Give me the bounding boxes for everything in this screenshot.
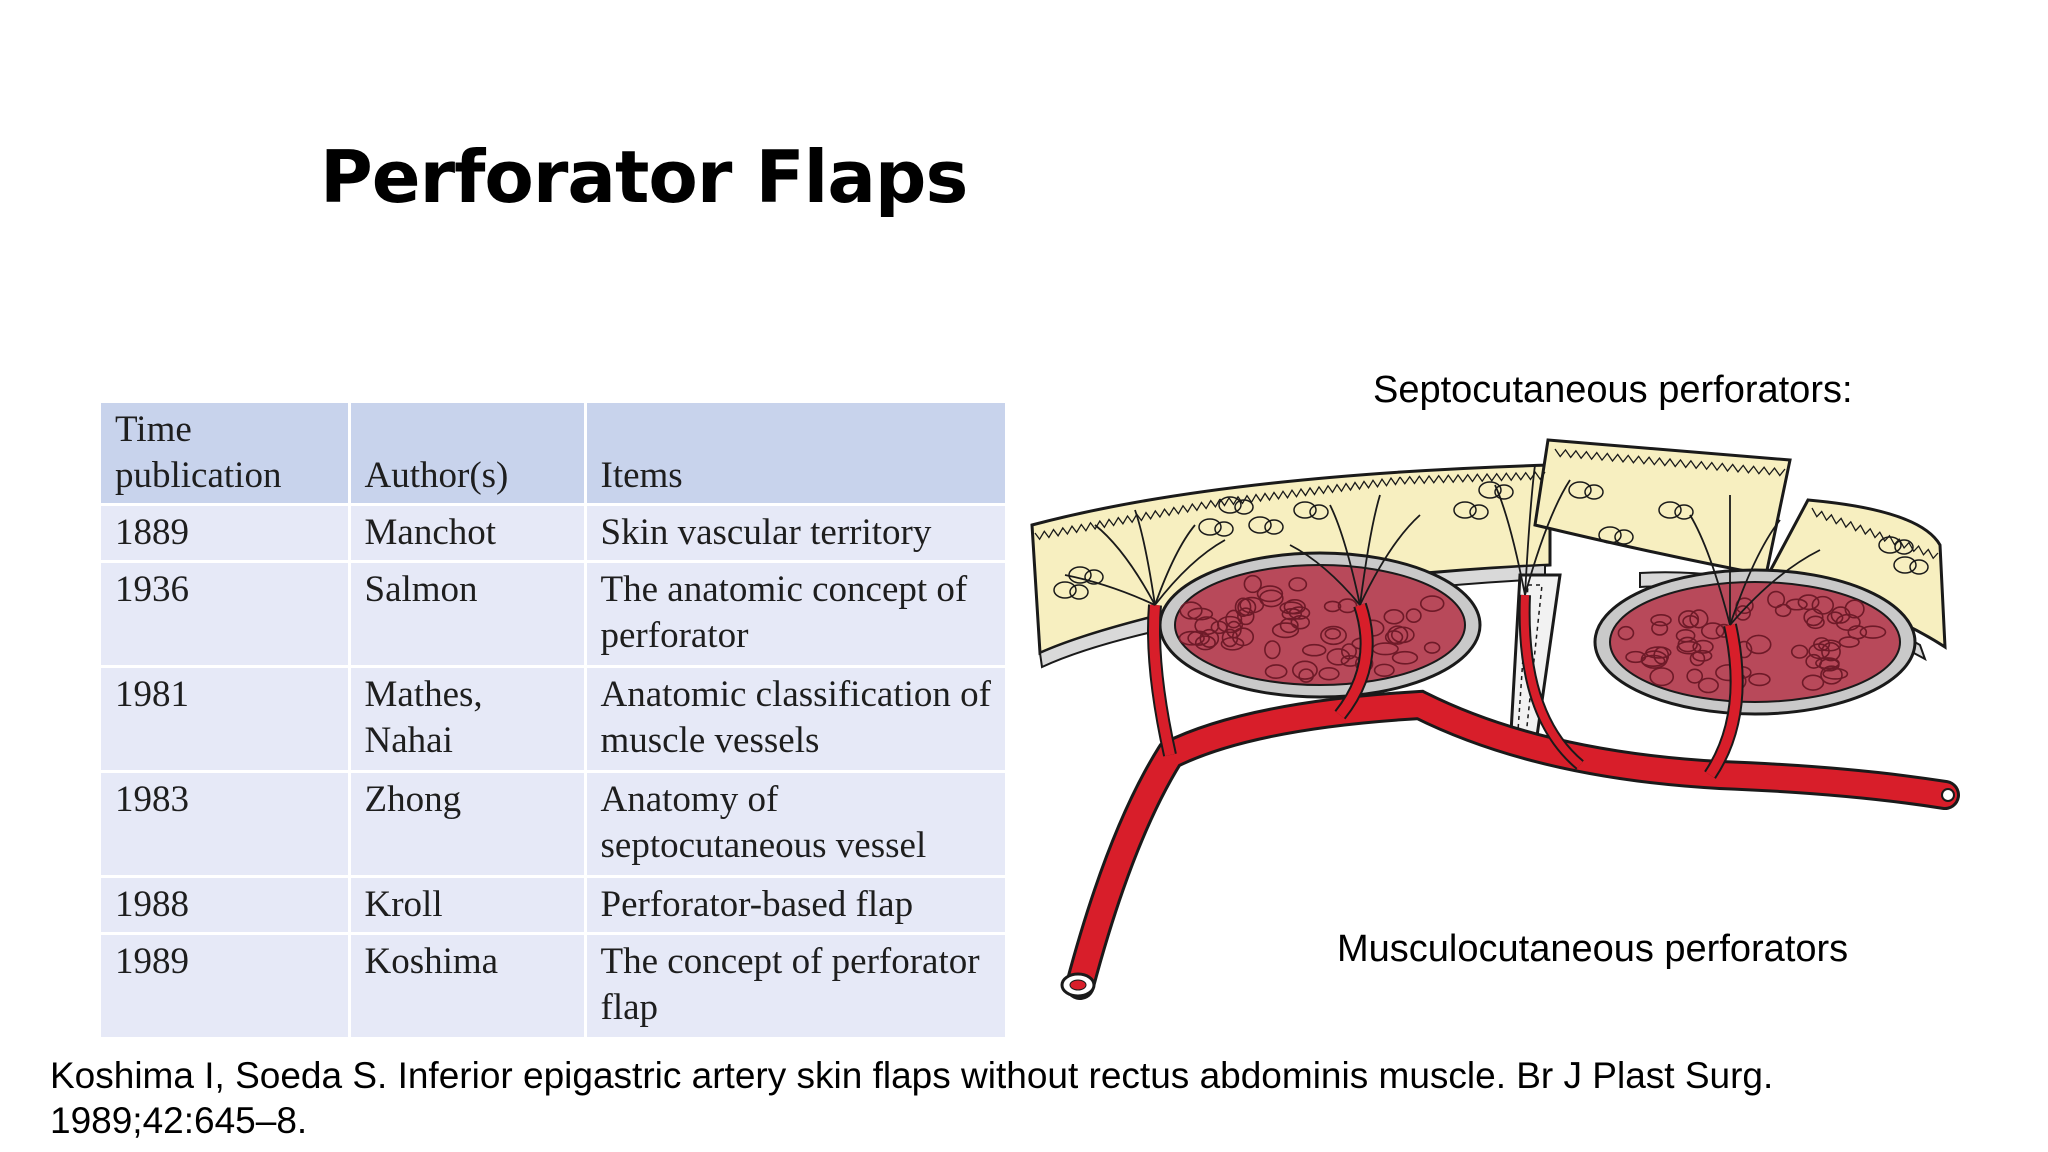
- fat-lobules: [1053, 481, 1929, 600]
- muscle-lobules: [1178, 574, 1887, 694]
- skin-texture: [1034, 448, 1939, 560]
- muscle-right: [1593, 568, 1917, 716]
- header-authors: Author(s): [347, 403, 585, 506]
- table-row: 1889 Manchot Skin vascular territory: [101, 504, 1005, 562]
- table-row: 1988 Kroll Perforator-based flap: [101, 876, 1005, 934]
- musculocutaneous-label: Musculocutaneous perforators: [1337, 928, 1849, 970]
- history-table: Time publication Author(s) Items 1889 Ma…: [101, 403, 1005, 1037]
- header-items: Items: [583, 403, 1005, 506]
- cell-time: 1989: [101, 933, 349, 1037]
- cell-item: Anatomy of septocutaneous vessel: [583, 771, 1005, 877]
- cell-author: Salmon: [347, 561, 585, 667]
- cell-item: The concept of perforator flap: [583, 933, 1005, 1037]
- muscle-left: [1158, 551, 1482, 699]
- artery: [1060, 594, 1960, 1000]
- table-header-row: Time publication Author(s) Items: [101, 403, 1005, 506]
- cell-time: 1889: [101, 504, 349, 562]
- citation: Koshima I, Soeda S. Inferior epigastric …: [50, 1055, 1774, 1141]
- perforator-anatomy-illustration: [1030, 438, 1960, 1000]
- cell-item: Anatomic classification of muscle vessel…: [583, 666, 1005, 772]
- cell-time: 1981: [101, 666, 349, 772]
- cell-author: Mathes, Nahai: [347, 666, 585, 772]
- cell-author: Zhong: [347, 771, 585, 877]
- cell-item: Perforator-based flap: [583, 876, 1005, 934]
- table-row: 1936 Salmon The anatomic concept of perf…: [101, 561, 1005, 667]
- cell-time: 1988: [101, 876, 349, 934]
- table-row: 1981 Mathes, Nahai Anatomic classificati…: [101, 666, 1005, 772]
- slide-title: Perforator Flaps: [320, 135, 968, 219]
- header-time-publication: Time publication: [101, 403, 349, 506]
- cell-author: Kroll: [347, 876, 585, 934]
- perforator-branches: [1064, 464, 1821, 626]
- table-row: 1983 Zhong Anatomy of septocutaneous ves…: [101, 771, 1005, 877]
- cell-author: Koshima: [347, 933, 585, 1037]
- cell-item: The anatomic concept of perforator: [583, 561, 1005, 667]
- cell-author: Manchot: [347, 504, 585, 562]
- table-row: 1989 Koshima The concept of perforator f…: [101, 933, 1005, 1037]
- cell-time: 1936: [101, 561, 349, 667]
- cell-time: 1983: [101, 771, 349, 877]
- septocutaneous-label: Septocutaneous perforators:: [1373, 369, 1853, 411]
- cell-item: Skin vascular territory: [583, 504, 1005, 562]
